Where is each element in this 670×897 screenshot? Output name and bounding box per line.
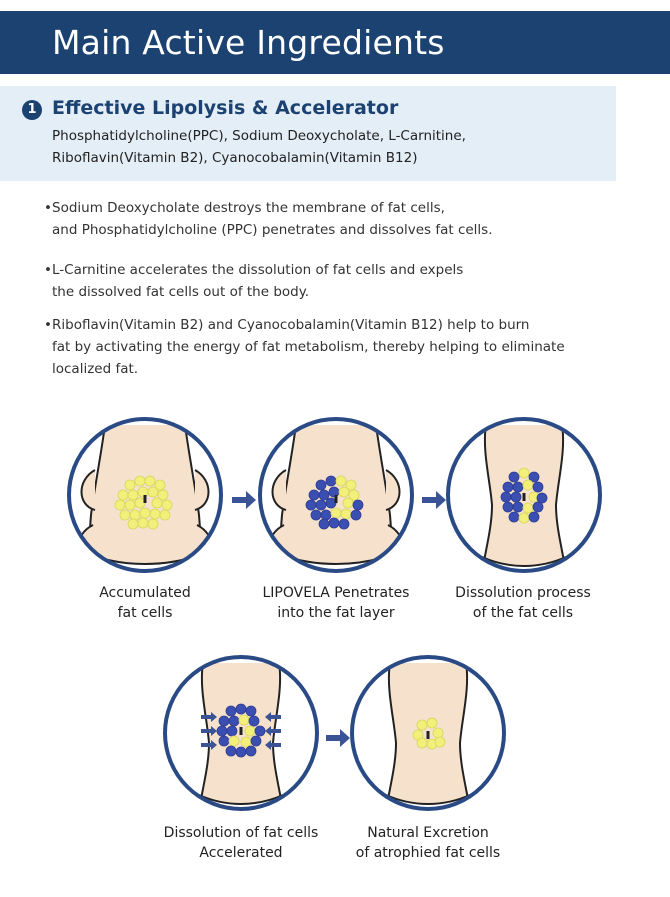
bullet-item-2: •L-Carnitine accelerates the dissolution…	[44, 259, 463, 303]
ingredients-line-1: Phosphatidylcholine(PPC), Sodium Deoxych…	[52, 128, 466, 144]
arrow-right-icon	[232, 491, 256, 509]
step-3-illustration	[446, 417, 602, 573]
bullet-text: the dissolved fat cells out of the body.	[52, 284, 310, 300]
fat-dissolution-diagram: Accumulated fat cells LIPOVELA Penetrate…	[67, 417, 602, 861]
bullet-text: L-Carnitine accelerates the dissolution …	[52, 262, 464, 278]
bullet-dot: •	[44, 200, 52, 216]
step-4-caption-line-2: Accelerated	[199, 845, 282, 861]
fat-cell-cluster	[216, 703, 266, 758]
step-1-circle	[67, 417, 223, 573]
fat-cell-cluster	[305, 475, 364, 530]
step-3-caption-line-2: of the fat cells	[473, 605, 573, 621]
arrow-right-icon	[326, 729, 350, 747]
step-2-illustration	[258, 417, 414, 573]
step-5-caption-line-2: of atrophied fat cells	[356, 845, 500, 861]
arrow-right-icon	[422, 491, 446, 509]
step-1-caption-line-2: fat cells	[118, 605, 173, 621]
bullet-text: Riboflavin(Vitamin B2) and Cyanocobalami…	[52, 317, 530, 333]
step-4-caption-line-1: Dissolution of fat cells	[164, 825, 319, 841]
step-3-circle	[446, 417, 602, 573]
bullet-item-1: •Sodium Deoxycholate destroys the membra…	[44, 197, 493, 241]
step-1-illustration	[67, 417, 223, 573]
fat-cell-cluster	[114, 475, 173, 530]
step-2-caption-line-1: LIPOVELA Penetrates	[263, 585, 410, 601]
step-2-circle	[258, 417, 414, 573]
fat-cell-cluster	[412, 717, 446, 750]
step-4-illustration	[163, 655, 319, 811]
step-1-caption-line-1: Accumulated	[99, 585, 191, 601]
ingredient-section: 1 Effective Lipolysis & Accelerator Phos…	[0, 86, 616, 181]
bullet-text: Sodium Deoxycholate destroys the membran…	[52, 200, 445, 216]
header-banner: Main Active Ingredients	[0, 11, 670, 74]
section-number-badge: 1	[22, 100, 42, 120]
step-2-caption-line-2: into the fat layer	[277, 605, 395, 621]
bullet-text: fat by activating the energy of fat meta…	[52, 339, 565, 355]
step-5-caption-line-1: Natural Excretion	[367, 825, 489, 841]
section-title: Effective Lipolysis & Accelerator	[52, 97, 399, 119]
pressure-arrows-icon	[201, 712, 281, 750]
ingredients-line-2: Riboflavin(Vitamin B2), Cyanocobalamin(V…	[52, 150, 418, 166]
step-3-caption-line-1: Dissolution process	[455, 585, 591, 601]
fat-cell-cluster	[500, 467, 548, 524]
bullet-text: localized fat.	[52, 361, 139, 377]
bullet-item-3: •Riboflavin(Vitamin B2) and Cyanocobalam…	[44, 314, 565, 380]
bullet-text: and Phosphatidylcholine (PPC) penetrates…	[52, 222, 493, 238]
step-5-illustration	[350, 655, 506, 811]
step-4-circle	[163, 655, 319, 811]
step-5-circle	[350, 655, 506, 811]
bullet-dot: •	[44, 317, 52, 333]
bullet-dot: •	[44, 262, 52, 278]
page-title: Main Active Ingredients	[52, 23, 445, 62]
